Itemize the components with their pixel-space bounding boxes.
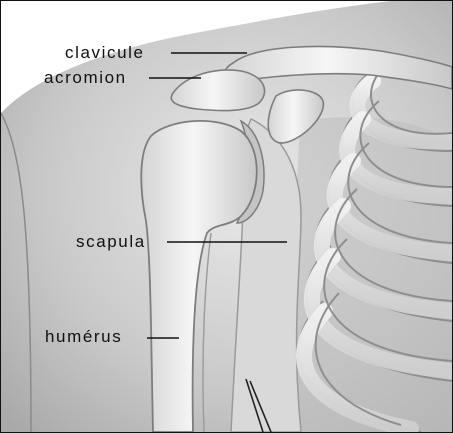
scapula-label: scapula: [76, 233, 146, 251]
acromion-label: acromion: [44, 69, 127, 87]
humerus-label: humérus: [45, 328, 122, 346]
clavicule-label: clavicule: [65, 44, 145, 62]
